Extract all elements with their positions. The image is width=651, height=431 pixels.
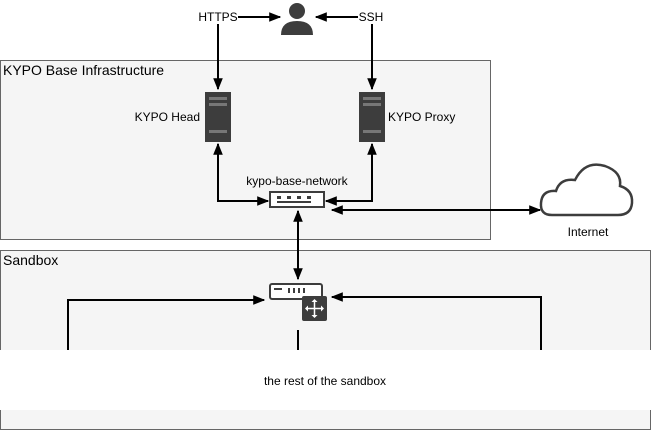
ssh-label: SSH — [359, 10, 384, 24]
sandbox-right-edge — [330, 292, 542, 352]
base-infrastructure-label: KYPO Base Infrastructure — [3, 62, 164, 78]
internet-label: Internet — [568, 225, 609, 239]
sandbox-label: Sandbox — [3, 252, 58, 268]
sandbox-rest-panel — [0, 350, 651, 410]
sandbox-rest-label: the rest of the sandbox — [264, 374, 386, 388]
base-infrastructure-group — [0, 60, 491, 240]
user-icon — [281, 3, 313, 35]
sandbox-left-edge — [67, 295, 266, 352]
head-network-edge — [213, 142, 270, 206]
cloud-icon — [539, 163, 634, 217]
kypo-proxy-label: KYPO Proxy — [388, 110, 455, 124]
kypo-proxy-server-icon — [359, 92, 385, 142]
network-switch-icon — [269, 191, 325, 208]
kypo-head-server-icon — [205, 92, 231, 142]
kypo-head-label: KYPO Head — [135, 110, 200, 124]
connections — [67, 12, 542, 352]
base-network-label: kypo-base-network — [246, 174, 348, 188]
router-icon — [269, 283, 327, 321]
https-label: HTTPS — [198, 10, 237, 24]
proxy-network-edge — [324, 142, 377, 206]
